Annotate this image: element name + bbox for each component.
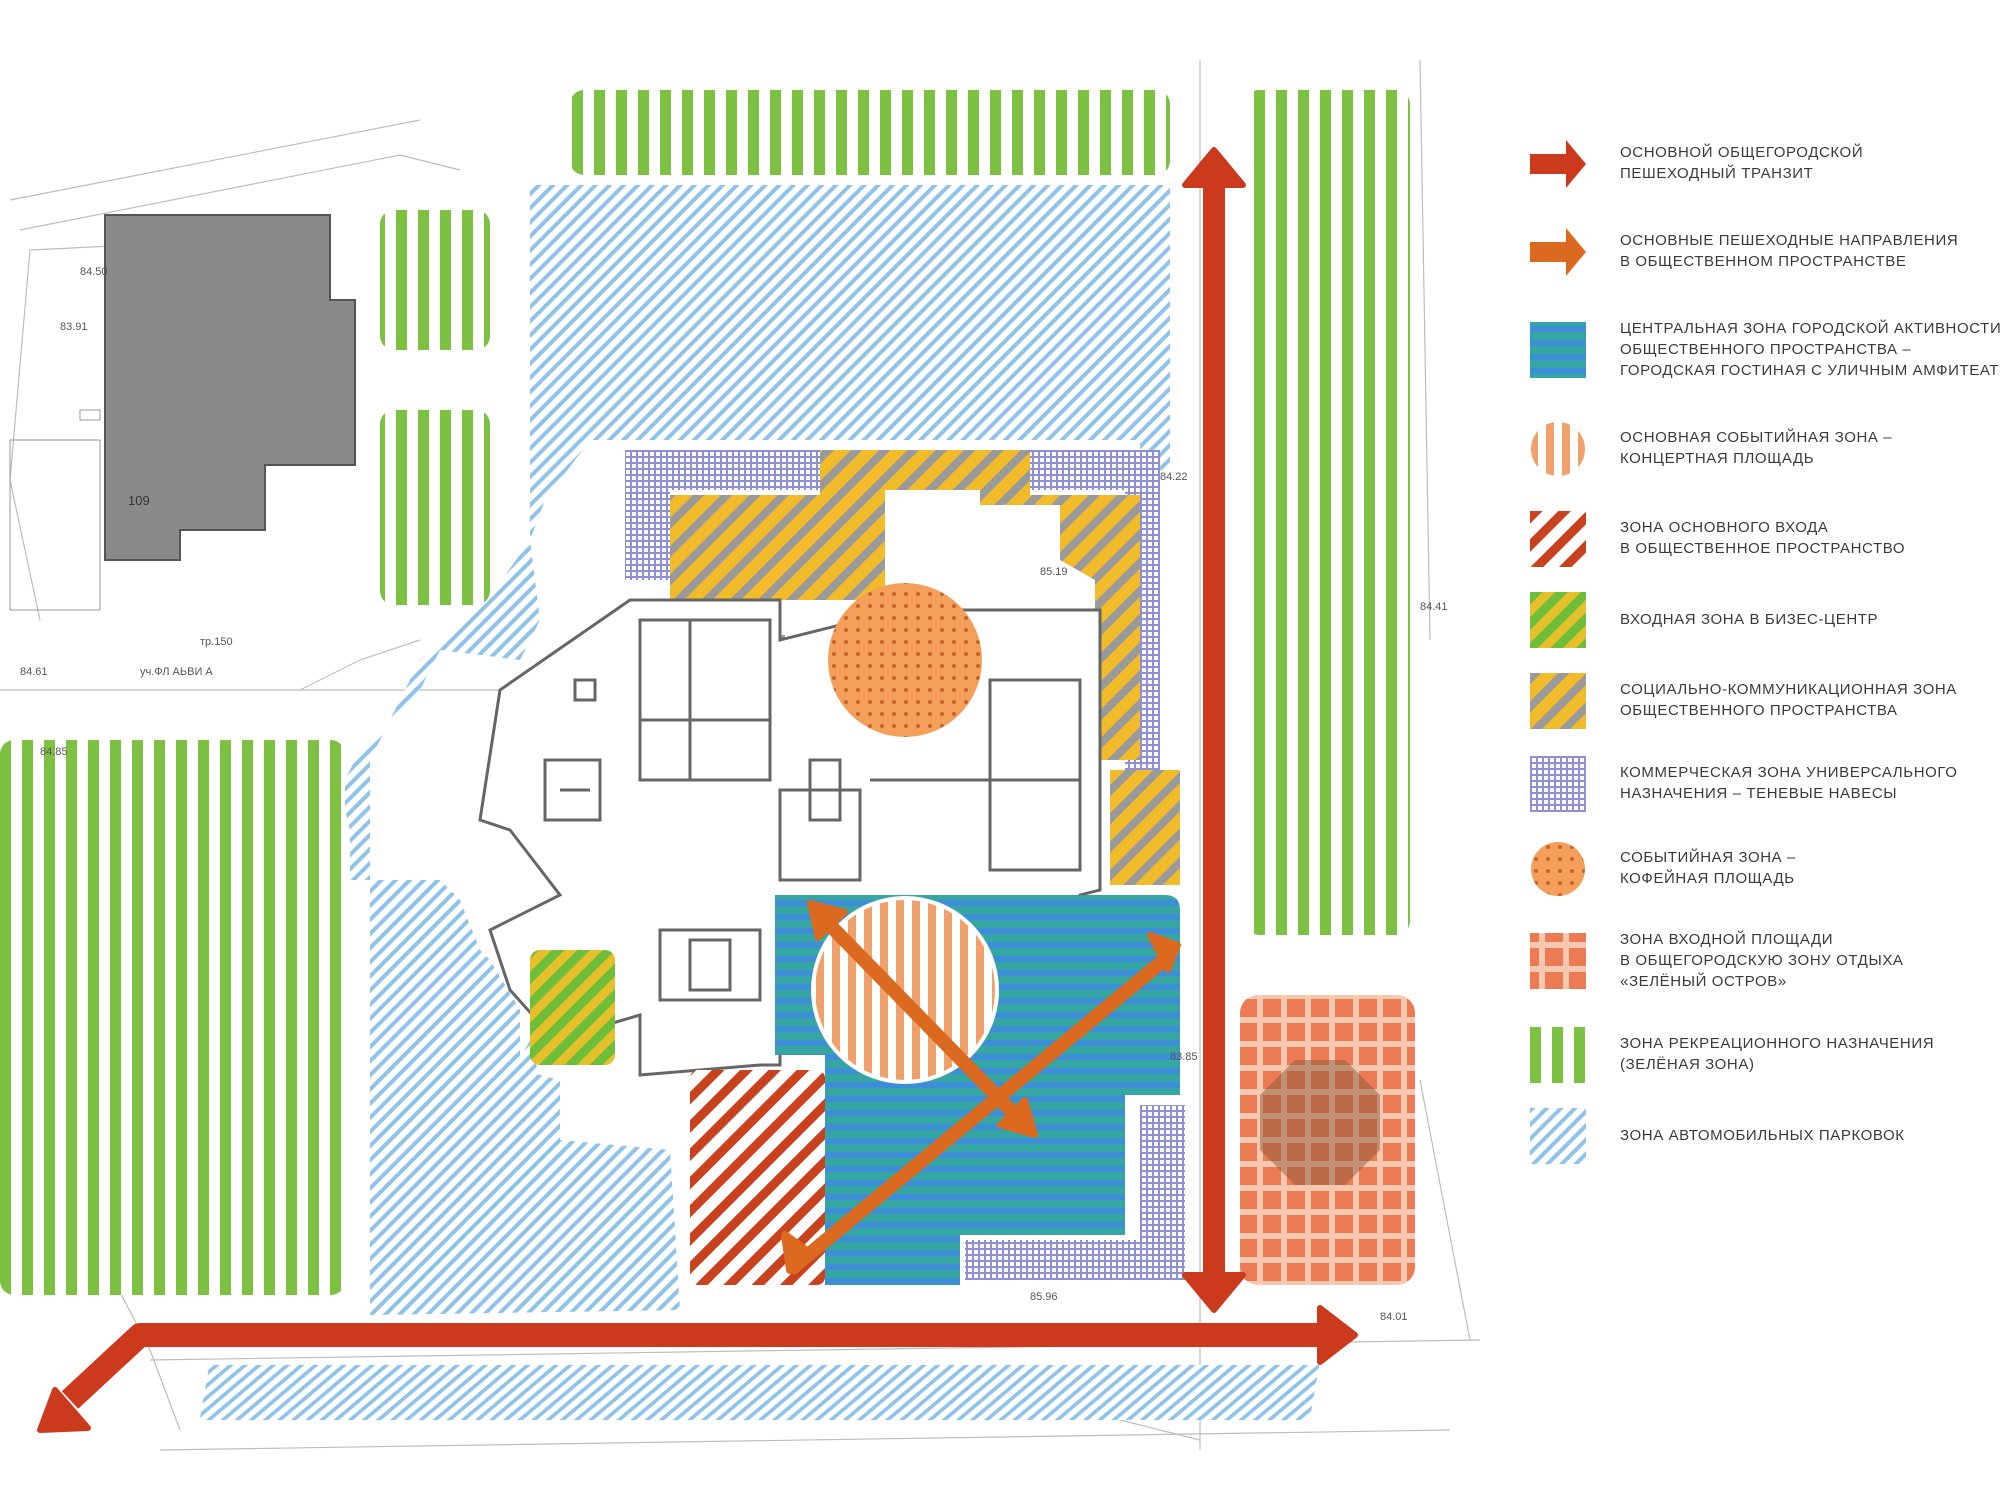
orange-plaid-icon (1530, 933, 1586, 989)
plan-label: 84.85 (40, 746, 68, 758)
legend-item-central: ЦЕНТРАЛЬНАЯ ЗОНА ГОРОДСКОЙ АКТИВНОСТИ ОБ… (1530, 314, 2000, 384)
business-centre-entry-zone (530, 950, 615, 1065)
city-transit-arrows (37, 147, 1358, 1433)
social-zones (670, 450, 1180, 885)
legend-item-transit: ОСНОВНОЙ ОБЩЕГОРОДСКОЙ ПЕШЕХОДНЫЙ ТРАНЗИ… (1530, 128, 2000, 198)
recreation-zones (0, 90, 1410, 1295)
legend-label: ВХОДНАЯ ЗОНА В БИЗЕС-ЦЕНТР (1620, 610, 1879, 628)
pedestrian-direction-arrows (781, 900, 1181, 1276)
concert-square-zone (811, 896, 999, 1084)
blue-diagonal-hatch-icon (1530, 1108, 1586, 1164)
legend-item-social: СОЦИАЛЬНО-КОММУНИКАЦИОННАЯ ЗОНА ОБЩЕСТВЕ… (1530, 665, 2000, 735)
green-vertical-stripes-icon (1530, 1027, 1586, 1083)
cafe-square-zone (828, 583, 982, 737)
legend-label: СОБЫТИЙНАЯ ЗОНА – КОФЕЙНАЯ ПЛОЩАДЬ (1620, 849, 1796, 887)
plan-label: 84.50 (80, 266, 108, 278)
legend-item-concert: ОСНОВНАЯ СОБЫТИЙНАЯ ЗОНА – КОНЦЕРТНАЯ ПЛ… (1530, 413, 2000, 483)
legend-item-green-island: ЗОНА ВХОДНОЙ ПЛОЩАДИ В ОБЩЕГОРОДСКУЮ ЗОН… (1530, 925, 2000, 995)
green-island-entrance-zone (1240, 995, 1415, 1285)
legend-item-directions: ОСНОВНЫЕ ПЕШЕХОДНЫЕ НАПРАВЛЕНИЯ В ОБЩЕСТ… (1530, 216, 2000, 286)
plan-label: тр.150 (200, 636, 233, 648)
green-yellow-diagonal-icon (1530, 592, 1586, 648)
legend-item-recreation: ЗОНА РЕКРЕАЦИОННОГО НАЗНАЧЕНИЯ (ЗЕЛЁНАЯ … (1530, 1019, 2000, 1089)
commercial-zones (625, 450, 1185, 1280)
plan-label: 84.22 (1160, 471, 1188, 483)
building-number: 109 (128, 493, 150, 508)
legend-item-cafe: СОБЫТИЙНАЯ ЗОНА – КОФЕЙНАЯ ПЛОЩАДЬ (1530, 833, 2000, 903)
teal-stripes-icon (1530, 322, 1586, 378)
orange-vertical-circle-icon (1531, 422, 1585, 476)
legend-label: ОСНОВНОЙ ОБЩЕГОРОДСКОЙ ПЕШЕХОДНЫЙ ТРАНЗИ… (1620, 144, 1864, 182)
legend-label: ЗОНА АВТОМОБИЛЬНЫХ ПАРКОВОК (1620, 1126, 1905, 1144)
legend-item-commercial: КОММЕРЧЕСКАЯ ЗОНА УНИВЕРСАЛЬНОГО НАЗНАЧЕ… (1530, 748, 2000, 818)
recreation-zone-east (1245, 90, 1410, 935)
plan-label: 83.85 (1170, 1051, 1198, 1063)
plan-label: 85.19 (1040, 566, 1068, 578)
legend-label: ЗОНА ОСНОВНОГО ВХОДА В ОБЩЕСТВЕННОЕ ПРОС… (1620, 519, 1906, 557)
legend-label: ЗОНА ВХОДНОЙ ПЛОЩАДИ В ОБЩЕГОРОДСКУЮ ЗОН… (1620, 930, 1904, 990)
orange-dotted-circle-icon (1531, 842, 1585, 896)
violet-grid-icon (1530, 756, 1586, 812)
parking-zones (199, 185, 1320, 1420)
plan-label: 84.01 (1380, 1311, 1408, 1323)
legend-label: ОСНОВНЫЕ ПЕШЕХОДНЫЕ НАПРАВЛЕНИЯ В ОБЩЕСТ… (1620, 232, 1959, 270)
plan-label: 84.41 (1420, 601, 1448, 613)
site-zoning-map: 109 (0, 59, 1481, 1451)
main-entry-zone (690, 1070, 825, 1285)
recreation-zone-west-upper (380, 210, 490, 350)
legend-label: КОММЕРЧЕСКАЯ ЗОНА УНИВЕРСАЛЬНОГО НАЗНАЧЕ… (1620, 764, 1958, 802)
plan-label: 84.61 (20, 666, 48, 678)
plan-label: уч.ФЛ АЬВИ А (140, 666, 213, 678)
legend-label: ЦЕНТРАЛЬНАЯ ЗОНА ГОРОДСКОЙ АКТИВНОСТИ ОБ… (1620, 319, 2000, 379)
arrow-orange-icon (1530, 228, 1586, 276)
plan-label: 83.91 (60, 321, 88, 333)
red-diagonal-icon (1530, 511, 1586, 567)
arrow-red-icon (1530, 140, 1586, 188)
recreation-zone-southwest (0, 740, 345, 1295)
neighbour-building: 109 (9, 214, 356, 611)
legend-label: ЗОНА РЕКРЕАЦИОННОГО НАЗНАЧЕНИЯ (ЗЕЛЁНАЯ … (1620, 1035, 1935, 1073)
plan-annotations: тр.150 уч.ФЛ АЬВИ А 84.50 83.91 84.85 84… (20, 266, 1448, 1323)
recreation-zone-north (570, 90, 1170, 175)
legend-item-main-entry: ЗОНА ОСНОВНОГО ВХОДА В ОБЩЕСТВЕННОЕ ПРОС… (1530, 503, 2000, 573)
legend-item-business-entry: ВХОДНАЯ ЗОНА В БИЗЕС-ЦЕНТР (1530, 584, 2000, 654)
yellow-grey-diagonal-icon (1530, 673, 1586, 729)
plan-label: 85.96 (1030, 1291, 1058, 1303)
legend-item-parking: ЗОНА АВТОМОБИЛЬНЫХ ПАРКОВОК (1530, 1100, 2000, 1170)
recreation-zone-west-lower (380, 410, 490, 605)
legend-label: ОСНОВНАЯ СОБЫТИЙНАЯ ЗОНА – КОНЦЕРТНАЯ ПЛ… (1620, 429, 1893, 467)
legend-label: СОЦИАЛЬНО-КОММУНИКАЦИОННАЯ ЗОНА ОБЩЕСТВЕ… (1620, 681, 1957, 719)
